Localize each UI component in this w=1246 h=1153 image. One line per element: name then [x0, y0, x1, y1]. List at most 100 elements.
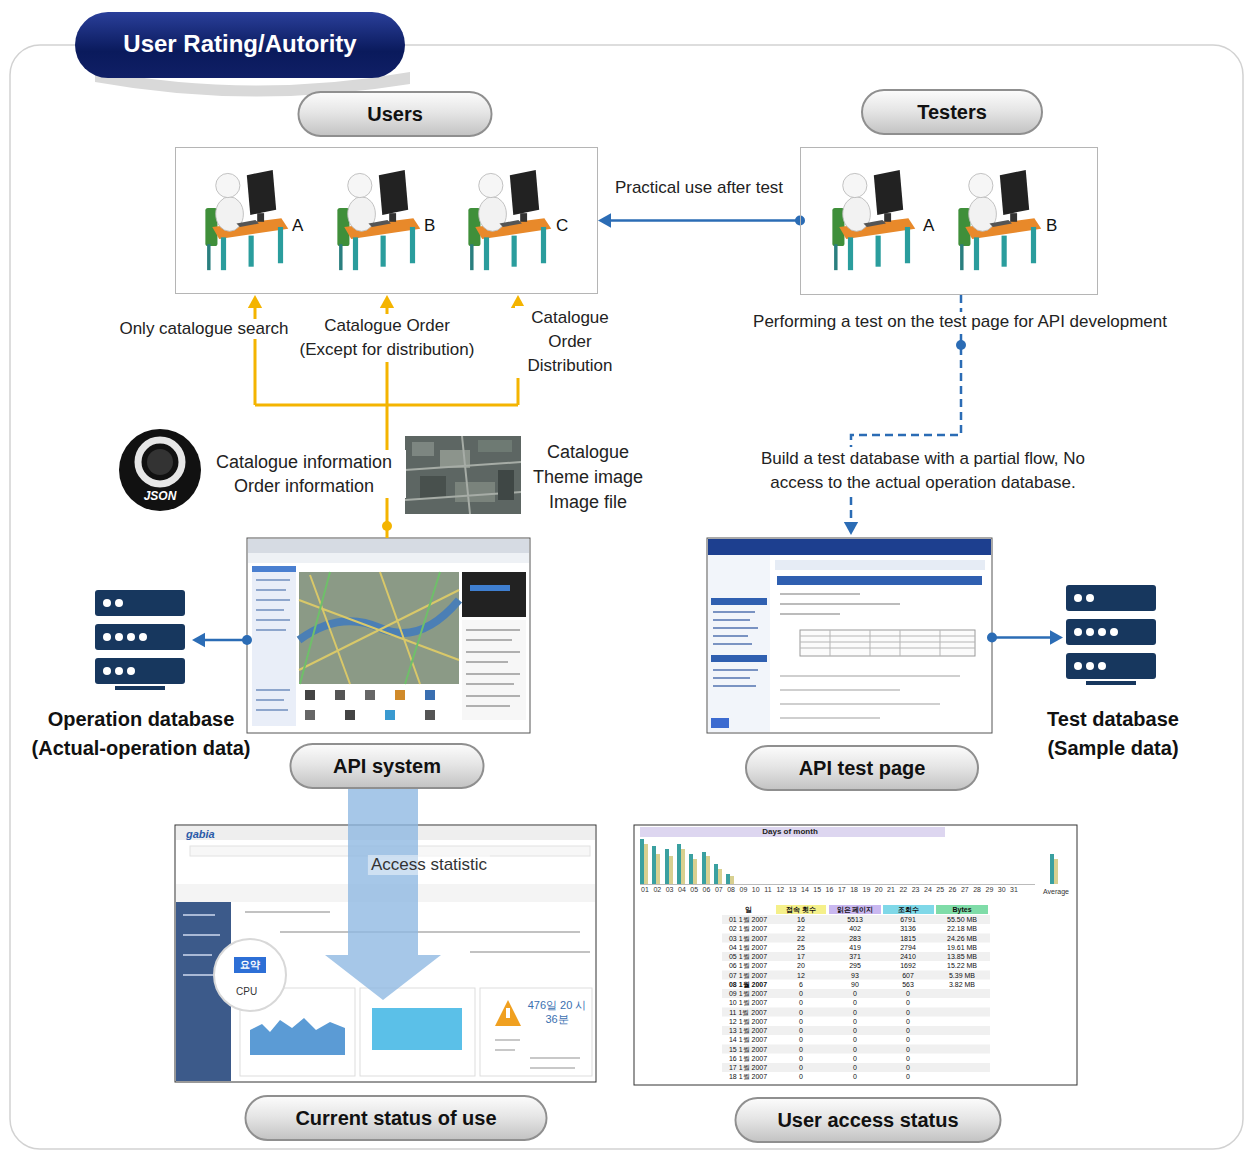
- group-label: Users: [298, 91, 493, 137]
- table-cell: 11 1월 2007: [729, 1008, 767, 1017]
- table-cell: 0: [799, 998, 803, 1007]
- json-icon-part: [119, 429, 201, 511]
- user-access-chart-part: [652, 846, 656, 884]
- table-cell: 02 1월 2007: [729, 924, 767, 933]
- axis-label: 21: [887, 886, 895, 894]
- user-access-chart-part: [656, 854, 660, 884]
- table-cell: 3136: [900, 924, 916, 933]
- user-access-chart-part: [722, 1008, 990, 1017]
- user-access-chart-part: [677, 844, 681, 884]
- connector-dot: [382, 521, 392, 531]
- user-access-chart-part: [714, 864, 718, 884]
- table-cell: 295: [849, 961, 861, 970]
- user-letter: A: [292, 216, 303, 236]
- note-label: Catalogue Theme image Image file: [525, 440, 651, 515]
- user-figures-part: [205, 170, 288, 270]
- table-cell: 5513: [847, 915, 863, 924]
- table-cell: 07 1월 2007: [729, 971, 767, 980]
- table-cell: 01 1월 2007: [729, 915, 767, 924]
- database-node: Operation database (Actual-operation dat…: [92, 585, 192, 695]
- table-cell: 22.18 MB: [947, 924, 977, 933]
- users-panel: UsersABC: [175, 147, 598, 294]
- api-test-page-screenshot-part: [775, 560, 985, 570]
- axis-label: Average: [1043, 888, 1069, 896]
- user-access-chart-part: [665, 849, 669, 884]
- user-access-chart-part: [726, 874, 730, 884]
- table-cell: 12: [797, 971, 805, 980]
- user-access-chart-part: [1054, 859, 1058, 884]
- arrow-head: [844, 522, 858, 535]
- table-cell: 17 1월 2007: [729, 1063, 767, 1072]
- table-cell: 0: [799, 1072, 803, 1081]
- axis-label: 15: [813, 886, 821, 894]
- api-test-page-screenshot-part: [800, 630, 975, 656]
- table-cell: 12 1월 2007: [729, 1017, 767, 1026]
- table-cell: 6: [799, 980, 803, 989]
- table-cell: 15 1월 2007: [729, 1045, 767, 1054]
- axis-label: 25: [936, 886, 944, 894]
- user-access-chart-part: [693, 859, 697, 884]
- table-cell: 0: [853, 1063, 857, 1072]
- axis-label: 28: [973, 886, 981, 894]
- axis-label: 18: [850, 886, 858, 894]
- group-label: Testers: [861, 89, 1043, 135]
- axis-label: 30: [998, 886, 1006, 894]
- user-figures-part: [832, 170, 915, 270]
- user-access-chart-part: [722, 1026, 990, 1035]
- api-test-page-screenshot-part: [713, 612, 758, 686]
- note-label: Days of month: [762, 827, 818, 837]
- table-cell: 2410: [900, 952, 916, 961]
- table-cell: 17: [797, 952, 805, 961]
- table-cell: 0: [799, 1017, 803, 1026]
- table-header: Bytes: [952, 905, 971, 914]
- table-cell: 0: [906, 1072, 910, 1081]
- json-icon-part: [138, 440, 182, 484]
- table-cell: 10 1월 2007: [729, 998, 767, 1007]
- api-system-screenshot-part: [248, 539, 529, 553]
- connector: [598, 213, 805, 227]
- user-access-chart-part: [634, 825, 1077, 1085]
- axis-label: 11: [764, 886, 771, 894]
- note-label: CPU: [236, 986, 257, 997]
- api-system-screenshot-part: [247, 538, 530, 733]
- api-test-page-screenshot-part: [780, 594, 900, 614]
- api-test-page-screenshot-part: [800, 630, 975, 656]
- table-cell: 0: [906, 1035, 910, 1044]
- note-label: Catalogue Order Distribution: [515, 306, 625, 378]
- table-cell: 20: [797, 961, 805, 970]
- user-access-chart-part: [718, 869, 722, 884]
- current-status-screenshot-part: [480, 988, 592, 1076]
- table-cell: 419: [849, 943, 861, 952]
- api-system-screenshot-part: [335, 690, 345, 700]
- api-system-screenshot-part: [305, 690, 315, 700]
- api-test-page-screenshot-part: [708, 539, 991, 555]
- api-system-screenshot-part: [345, 710, 355, 720]
- user-access-chart-part: [644, 844, 648, 884]
- table-cell: 04 1월 2007: [729, 943, 767, 952]
- user-access-chart-part: [722, 1063, 990, 1072]
- table-cell: 0: [799, 1045, 803, 1054]
- database-label: Operation database (Actual-operation dat…: [10, 705, 272, 763]
- database-label: Test database (Sample data): [1013, 705, 1213, 763]
- api-system-screenshot-part: [305, 710, 315, 720]
- title-tab: User Rating/Autority: [75, 12, 405, 78]
- statistic-arrow: [325, 778, 441, 1000]
- api-system-screenshot-part: [385, 710, 395, 720]
- user-access-chart-part: [706, 856, 710, 884]
- user-access-chart-part: [640, 827, 945, 837]
- axis-label: 13: [789, 886, 797, 894]
- table-cell: 22: [797, 924, 805, 933]
- axis-label: 02: [653, 886, 661, 894]
- user-figures-part: [468, 170, 551, 270]
- axis-label: 08: [727, 886, 735, 894]
- api-system-screenshot-part: [248, 553, 529, 563]
- user-access-chart-part: [669, 856, 673, 884]
- system-label: API system: [290, 743, 485, 789]
- screenshot-node: API test page: [707, 538, 992, 733]
- api-system-screenshot-part: [299, 572, 459, 684]
- current-status-screenshot-part: [506, 1008, 510, 1018]
- table-cell: 563: [902, 980, 914, 989]
- satellite-image: [405, 436, 521, 514]
- table-cell: 1692: [900, 961, 916, 970]
